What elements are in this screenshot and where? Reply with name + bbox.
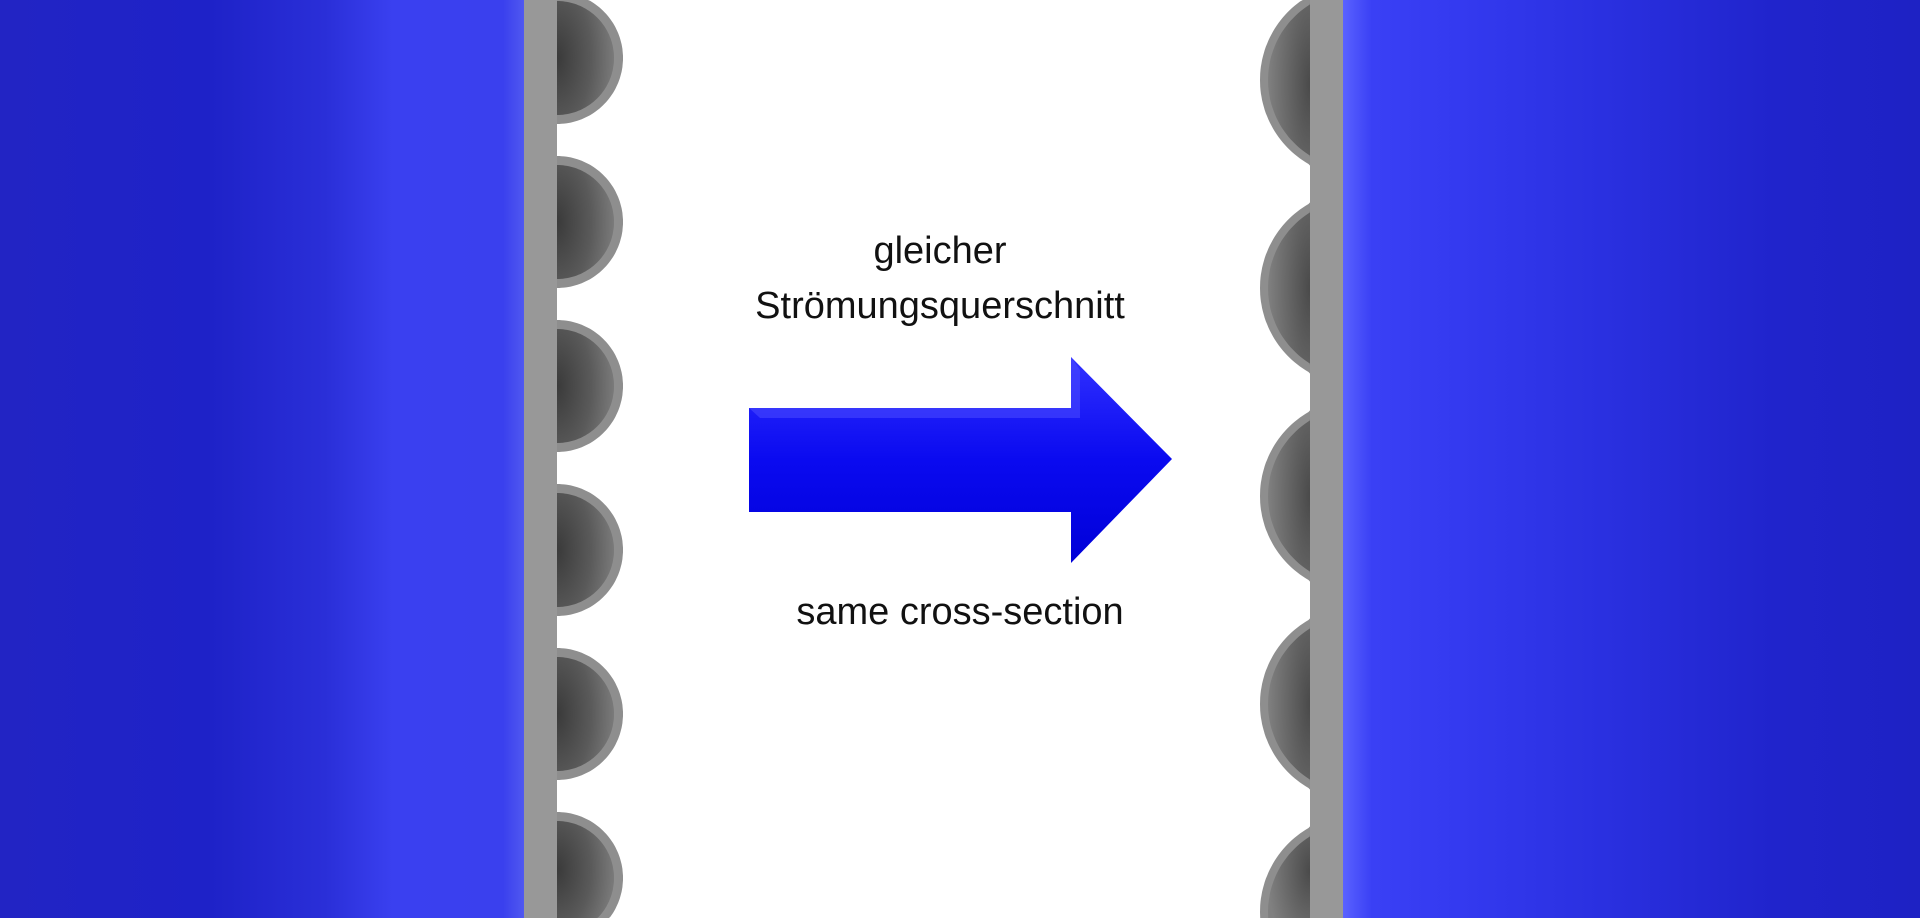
dimple-left-inner	[557, 329, 614, 443]
label-gleicher: gleicher	[873, 230, 1007, 272]
dimple-right-inner	[1268, 199, 1310, 377]
dimple-left-inner	[557, 821, 614, 918]
dimple-left-inner	[557, 1, 614, 115]
left-fluid-channel	[0, 0, 524, 918]
right-fluid-channel	[1343, 0, 1920, 918]
dimple-right-inner	[1268, 407, 1310, 585]
label-same-cross-section: same cross-section	[796, 591, 1124, 633]
dimple-left-inner	[557, 165, 614, 279]
left-wall	[524, 0, 557, 918]
dimple-right-inner	[1268, 615, 1310, 793]
flow-arrow-icon	[749, 357, 1172, 563]
right-wall	[1310, 0, 1343, 918]
dimple-left-inner	[557, 493, 614, 607]
dimple-right-inner	[1268, 823, 1310, 918]
dimple-right-inner	[1268, 0, 1310, 169]
label-stroemungsquerschnitt: Strömungsquerschnitt	[755, 285, 1125, 327]
dimple-left-inner	[557, 657, 614, 771]
